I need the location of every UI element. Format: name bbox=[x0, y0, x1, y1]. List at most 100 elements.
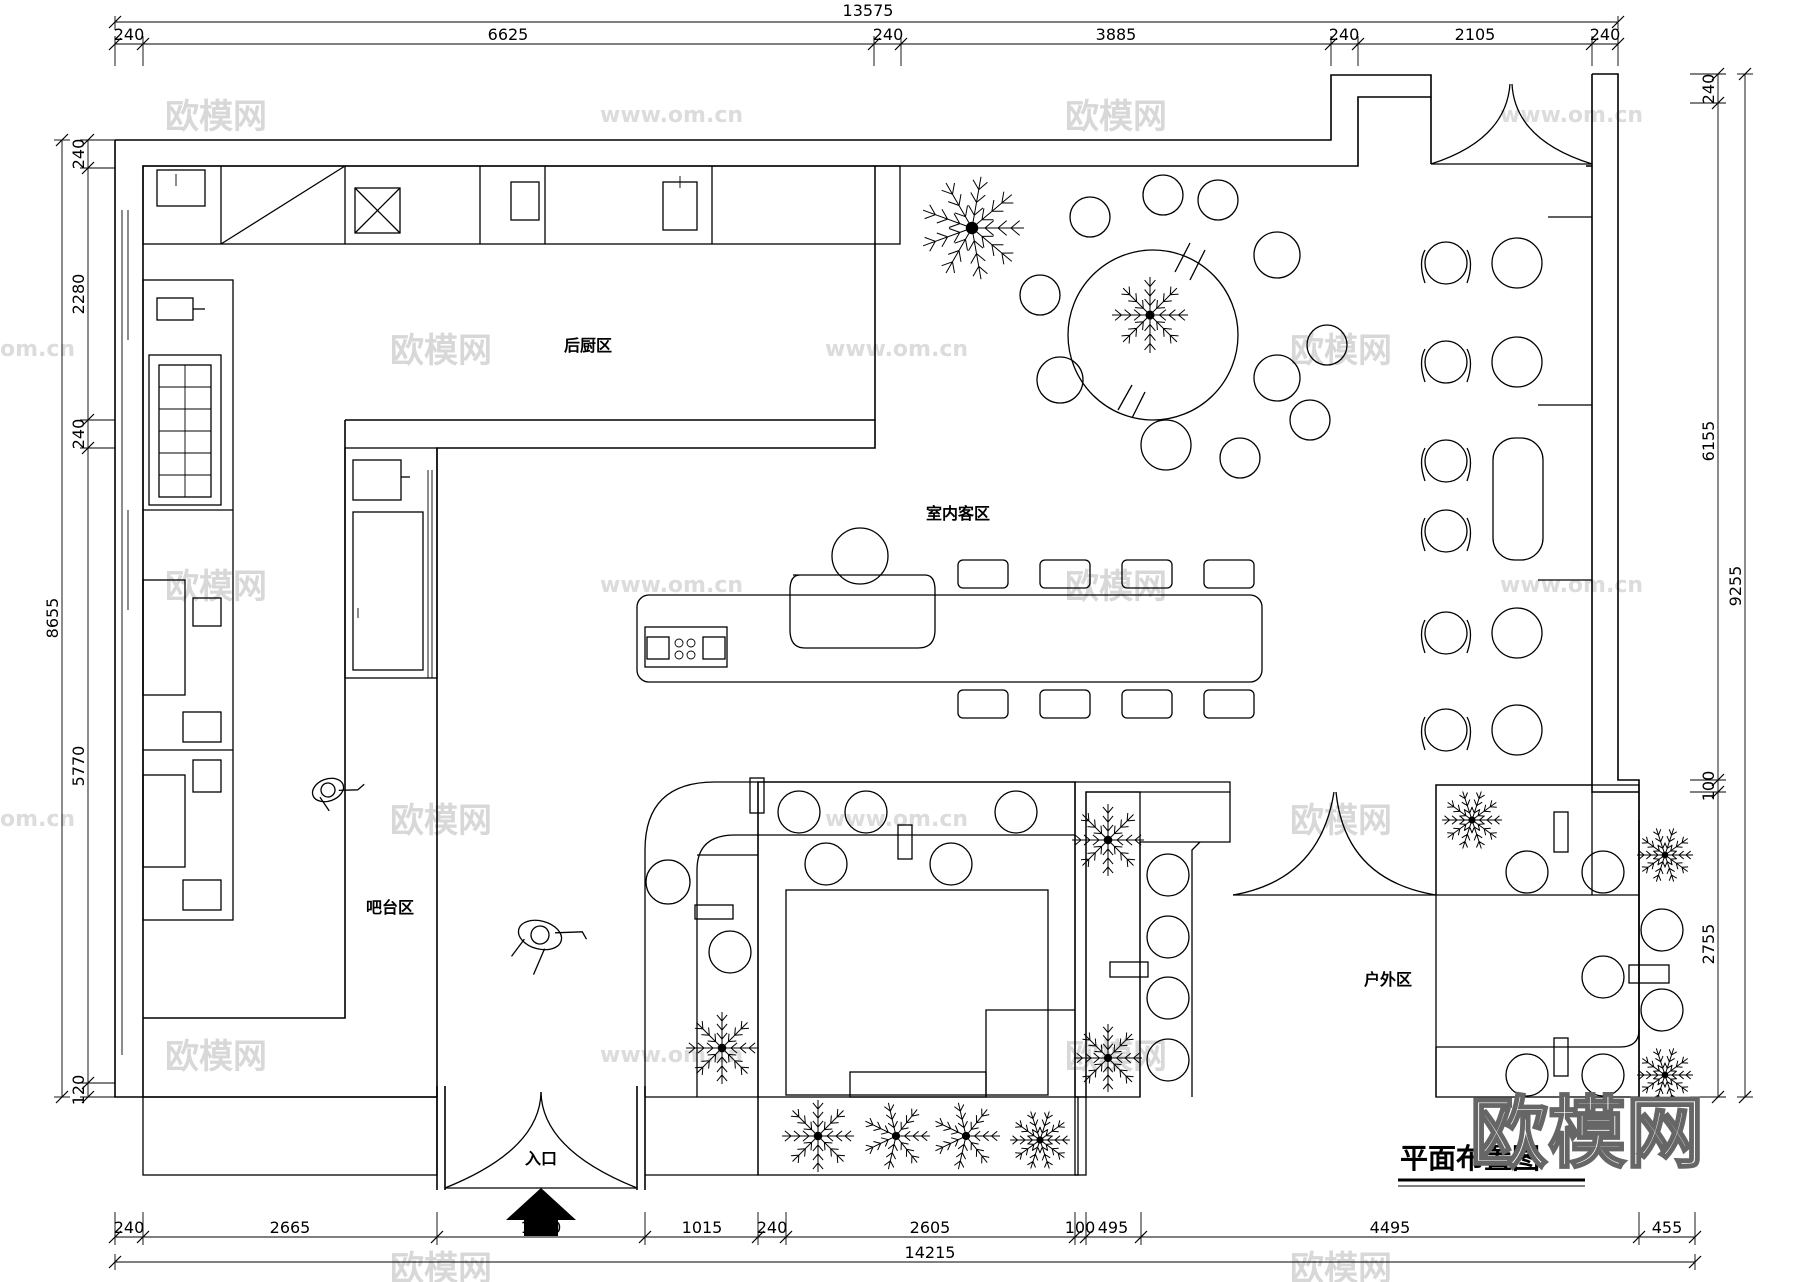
plant-center bbox=[1145, 310, 1155, 320]
plant-leaves bbox=[922, 176, 1024, 280]
dim-right-total: 9255 bbox=[1726, 566, 1745, 607]
entrance-label: 入口 bbox=[525, 1149, 557, 1168]
dim-bottom: 100 bbox=[1065, 1218, 1096, 1237]
plant-leaves bbox=[1442, 791, 1502, 849]
plant-leaves bbox=[686, 1012, 758, 1084]
plant-center bbox=[965, 221, 979, 235]
dim-top: 2105 bbox=[1455, 25, 1496, 44]
plant-leaves bbox=[1010, 1111, 1070, 1169]
dimension-left: 8655 240 2280 240 5770 120 bbox=[43, 133, 115, 1106]
watermark-url: www.om.cn bbox=[1500, 573, 1643, 598]
dimension-bottom: 240 2665 1900 1015 240 2605 100 495 4495… bbox=[108, 1212, 1702, 1270]
armchair-group bbox=[1420, 241, 1472, 752]
plant-icon bbox=[935, 1102, 1000, 1170]
watermark-logo: 欧模网 bbox=[1470, 1089, 1704, 1179]
plant-icon bbox=[1072, 804, 1144, 876]
plant-icon bbox=[1637, 828, 1693, 882]
watermark-layer: 欧模网 www.om.cn 欧模网 www.om.cn om.cn 欧模网 ww… bbox=[0, 97, 1643, 1282]
outdoor-area bbox=[1075, 781, 1684, 1098]
dim-bottom: 495 bbox=[1098, 1218, 1129, 1237]
plant-center bbox=[891, 1131, 901, 1141]
bar-seating bbox=[644, 777, 1076, 1098]
watermark-brand: 欧模网 bbox=[165, 97, 267, 137]
plant-center bbox=[1036, 1136, 1044, 1144]
room-label-indoor: 室内客区 bbox=[926, 504, 990, 523]
plant-center bbox=[1468, 816, 1476, 824]
plant-leaves bbox=[1074, 1024, 1142, 1092]
plant-center bbox=[1661, 1071, 1669, 1079]
dim-right: 100 bbox=[1699, 771, 1718, 802]
dim-top: 240 bbox=[1590, 25, 1621, 44]
dim-left: 120 bbox=[69, 1075, 88, 1106]
dim-left: 240 bbox=[69, 419, 88, 450]
plant-icon bbox=[1074, 1024, 1142, 1092]
dim-bottom: 4495 bbox=[1370, 1218, 1411, 1237]
dim-top: 6625 bbox=[488, 25, 529, 44]
room-label-kitchen: 后厨区 bbox=[564, 336, 612, 355]
dim-right: 240 bbox=[1699, 74, 1718, 105]
kitchen-fixtures bbox=[142, 165, 901, 1097]
dim-bottom: 1015 bbox=[682, 1218, 723, 1237]
watermark-brand: 欧模网 bbox=[1290, 331, 1392, 371]
dim-top-total: 13575 bbox=[843, 1, 894, 20]
plant-center bbox=[1103, 835, 1113, 845]
dim-left-total: 8655 bbox=[43, 598, 62, 639]
dim-bottom: 240 bbox=[757, 1218, 788, 1237]
plant-leaves bbox=[1637, 1048, 1693, 1102]
watermark-brand: 欧模网 bbox=[165, 567, 267, 607]
watermark-brand: 欧模网 bbox=[1290, 801, 1392, 841]
dimension-top: 13575 240 6625 240 3885 240 2105 240 bbox=[108, 1, 1625, 66]
watermark-url: www.om.cn bbox=[825, 337, 968, 362]
plant-center bbox=[1661, 851, 1669, 859]
room-label-bar: 吧台区 bbox=[366, 898, 414, 917]
front-planter bbox=[757, 1096, 1087, 1176]
plant-icon bbox=[1637, 1048, 1693, 1102]
dim-bottom: 2605 bbox=[910, 1218, 951, 1237]
dim-right: 6155 bbox=[1699, 421, 1718, 462]
watermark-brand: 欧模网 bbox=[1065, 567, 1167, 607]
room-label-outdoor: 户外区 bbox=[1364, 970, 1412, 989]
dim-top: 240 bbox=[873, 25, 904, 44]
watermark-brand: 欧模网 bbox=[1065, 97, 1167, 137]
dim-bottom-total: 14215 bbox=[905, 1243, 956, 1262]
plant-icon bbox=[1442, 791, 1502, 849]
plant-icon bbox=[865, 1102, 930, 1170]
indoor-seating bbox=[636, 83, 1593, 756]
plant-center bbox=[961, 1131, 971, 1141]
walls bbox=[114, 73, 1640, 1098]
watermark-brand: 欧模网 bbox=[1065, 1037, 1167, 1077]
dim-bottom: 455 bbox=[1652, 1218, 1683, 1237]
drawing-title: 平面布置图 bbox=[1400, 1142, 1540, 1175]
watermark-url: www.om.cn bbox=[600, 103, 743, 128]
plant-icon bbox=[686, 1012, 758, 1084]
watermark-brand: 欧模网 bbox=[390, 801, 492, 841]
person-icon bbox=[510, 919, 588, 975]
dimension-right: 240 6155 100 2755 9255 bbox=[1690, 67, 1753, 1104]
plant-icon bbox=[922, 176, 1024, 280]
dim-left: 240 bbox=[69, 139, 88, 170]
dim-top: 240 bbox=[114, 25, 145, 44]
plant-leaves bbox=[935, 1102, 1000, 1170]
watermark-brand: 欧模网 bbox=[390, 331, 492, 371]
plant-leaves bbox=[782, 1100, 854, 1172]
plant-leaves bbox=[1112, 277, 1188, 353]
plant-center bbox=[717, 1043, 727, 1053]
dim-left: 5770 bbox=[69, 746, 88, 787]
plant-icon bbox=[1112, 277, 1188, 353]
plant-center bbox=[813, 1131, 823, 1141]
plant-icon bbox=[782, 1100, 854, 1172]
watermark-brand: 欧模网 bbox=[1290, 1249, 1392, 1282]
dim-right: 2755 bbox=[1699, 924, 1718, 965]
watermark-url: om.cn bbox=[0, 337, 75, 362]
watermark-brand: 欧模网 bbox=[390, 1249, 492, 1282]
person-icon bbox=[311, 777, 365, 812]
watermark-url: om.cn bbox=[0, 807, 75, 832]
entrance-arrow-icon bbox=[506, 1188, 576, 1236]
plant-leaves bbox=[1072, 804, 1144, 876]
watermark-url: www.om.cn bbox=[600, 573, 743, 598]
plant-center bbox=[1103, 1053, 1113, 1063]
watermark-url: www.om.cn bbox=[825, 807, 968, 832]
plant-leaves bbox=[865, 1102, 930, 1170]
watermark-url: www.om.cn bbox=[1500, 103, 1643, 128]
